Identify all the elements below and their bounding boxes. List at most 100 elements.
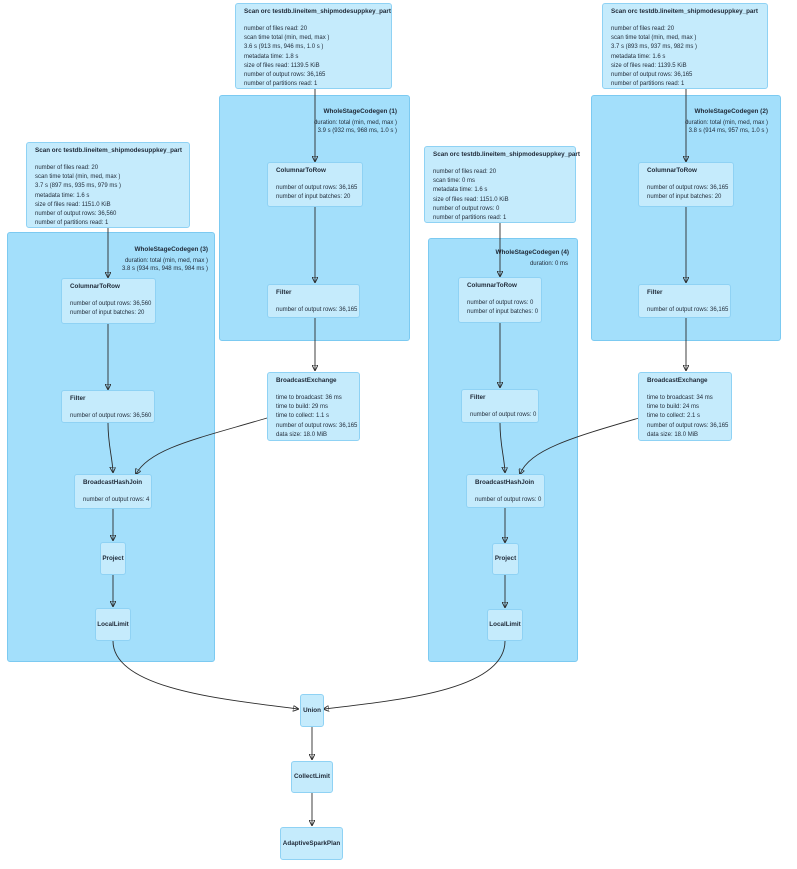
node-metric: number of output rows: 36,165 [244,72,326,79]
cluster-duration-line: duration: total (min, med, max ) [313,120,397,126]
project-node[interactable]: Project [492,543,519,575]
scan-node[interactable]: Scan orc testdb.lineitem_shipmodesuppkey… [602,3,768,89]
broadcast-exchange-node[interactable]: BroadcastExchange time to broadcast: 34 … [638,372,732,441]
local-limit-node[interactable]: LocalLimit [487,609,523,641]
cluster-duration: duration: total (min, med, max ) 3.8 s (… [122,258,208,273]
cluster-duration-line: 3.8 s (914 ms, 957 ms, 1.0 s ) [688,127,768,134]
node-metric: time to collect: 1.1 s [276,413,330,420]
node-metric: data size: 18.0 MiB [276,431,328,438]
node-title: CollectLimit [293,773,331,780]
node-title: ColumnarToRow [467,282,517,289]
node-title: Scan orc testdb.lineitem_shipmodesuppkey… [244,8,391,15]
node-metric: number of partitions read: 1 [244,81,318,88]
node-metric: scan time: 0 ms [433,178,476,185]
node-metric: size of files read: 1139.5 KiB [611,62,687,69]
filter-node[interactable]: Filter number of output rows: 36,165 [267,284,360,318]
node-metric: 3.7 s (893 ms, 937 ms, 982 ms ) [611,44,698,51]
node-metric: number of partitions read: 1 [433,215,507,222]
node-title: Filter [276,289,292,296]
union-node[interactable]: Union [300,694,324,727]
node-metric: 3.7 s (897 ms, 935 ms, 979 ms ) [35,183,122,190]
broadcast-hash-join-node[interactable]: BroadcastHashJoin number of output rows:… [74,474,152,509]
node-title: ColumnarToRow [70,283,120,290]
node-metric: size of files read: 1139.5 KiB [244,62,320,69]
node-title: BroadcastHashJoin [475,479,535,486]
node-title: BroadcastExchange [276,377,337,384]
node-title: ColumnarToRow [647,167,697,174]
broadcast-hash-join-node[interactable]: BroadcastHashJoin number of output rows:… [466,474,545,508]
node-metric: time to build: 29 ms [276,404,329,411]
node-metric: time to collect: 2.1 s [647,413,701,420]
columnar-to-row-node[interactable]: ColumnarToRow number of output rows: 0 n… [458,277,542,323]
cluster-duration-line: 3.9 s (932 ms, 968 ms, 1.0 s ) [317,127,397,134]
node-metric: number of files read: 20 [244,26,308,32]
node-metric: metadata time: 1.6 s [611,53,666,60]
columnar-to-row-node[interactable]: ColumnarToRow number of output rows: 36,… [267,162,363,207]
node-metric: scan time total (min, med, max ) [611,35,697,42]
node-metric: number of files read: 20 [611,26,675,32]
node-title: Scan orc testdb.lineitem_shipmodesuppkey… [433,151,580,158]
node-title: ColumnarToRow [276,167,326,174]
cluster-duration-line: duration: total (min, med, max ) [124,258,208,264]
node-title: Filter [647,289,663,296]
node-metric: number of input batches: 20 [276,194,351,201]
scan-node[interactable]: Scan orc testdb.lineitem_shipmodesuppkey… [235,3,392,89]
node-title: Scan orc testdb.lineitem_shipmodesuppkey… [611,8,758,15]
cluster-title: WholeStageCodegen (2) [694,108,769,115]
node-title: Project [494,555,517,562]
filter-node[interactable]: Filter number of output rows: 36,560 [61,390,155,423]
node-metric: number of output rows: 36,165 [276,185,358,191]
node-metric: number of output rows: 36,560 [70,301,152,307]
node-metric: number of output rows: 36,165 [647,307,729,313]
cluster-title: WholeStageCodegen (1) [323,108,398,115]
collect-limit-node[interactable]: CollectLimit [291,761,333,793]
node-metric: number of files read: 20 [433,169,497,175]
node-title: BroadcastExchange [647,377,708,384]
node-title: AdaptiveSparkPlan [282,839,341,847]
node-metric: number of partitions read: 1 [35,220,109,227]
node-metric: number of input batches: 0 [467,309,539,316]
cluster-duration: duration: 0 ms [530,261,568,269]
scan-node[interactable]: Scan orc testdb.lineitem_shipmodesuppkey… [26,142,190,228]
node-metric: number of output rows: 36,165 [647,422,729,429]
filter-node[interactable]: Filter number of output rows: 0 [461,389,539,423]
local-limit-node[interactable]: LocalLimit [95,608,131,641]
cluster-duration-line: 3.8 s (934 ms, 948 ms, 984 ms ) [121,265,208,272]
node-title: Project [102,554,124,562]
node-metric: time to build: 24 ms [647,404,700,411]
node-metric: number of output rows: 36,165 [276,422,358,429]
node-title: Union [303,706,321,714]
cluster-duration-line: duration: total (min, med, max ) [684,120,768,126]
node-metric: number of output rows: 36,560 [35,211,117,218]
cluster-duration: duration: total (min, med, max ) 3.9 s (… [314,120,397,135]
broadcast-exchange-node[interactable]: BroadcastExchange time to broadcast: 36 … [267,372,360,441]
node-metric: number of files read: 20 [35,165,99,171]
node-metric: time to broadcast: 34 ms [647,395,713,401]
node-metric: number of output rows: 0 [467,300,534,306]
node-metric: number of input batches: 20 [70,310,145,317]
node-metric: number of output rows: 36,165 [647,185,729,191]
filter-node[interactable]: Filter number of output rows: 36,165 [638,284,731,318]
cluster-title: WholeStageCodegen (4) [495,249,570,256]
node-metric: number of output rows: 36,165 [611,72,693,79]
cluster-title: WholeStageCodegen (3) [134,246,209,253]
columnar-to-row-node[interactable]: ColumnarToRow number of output rows: 36,… [638,162,734,207]
node-metric: scan time total (min, med, max ) [244,35,330,42]
adaptive-spark-plan-node[interactable]: AdaptiveSparkPlan [280,827,343,860]
node-metric: time to broadcast: 36 ms [276,395,342,401]
scan-node[interactable]: Scan orc testdb.lineitem_shipmodesuppkey… [424,146,580,223]
node-metric: 3.6 s (913 ms, 946 ms, 1.0 s ) [244,44,324,51]
columnar-to-row-node[interactable]: ColumnarToRow number of output rows: 36,… [61,278,156,324]
node-metric: number of partitions read: 1 [611,81,685,88]
node-metric: number of output rows: 0 [470,412,537,418]
node-title: LocalLimit [97,620,129,628]
node-title: LocalLimit [489,621,521,628]
node-metric: number of output rows: 36,165 [276,307,358,313]
node-metric: number of output rows: 4 [83,497,150,503]
node-metric: scan time total (min, med, max ) [35,174,121,181]
project-node[interactable]: Project [100,542,126,575]
node-metric: number of output rows: 0 [433,205,500,212]
node-metric: number of output rows: 36,560 [70,413,152,419]
node-metric: data size: 18.0 MiB [647,431,699,438]
node-title: Filter [70,395,86,402]
